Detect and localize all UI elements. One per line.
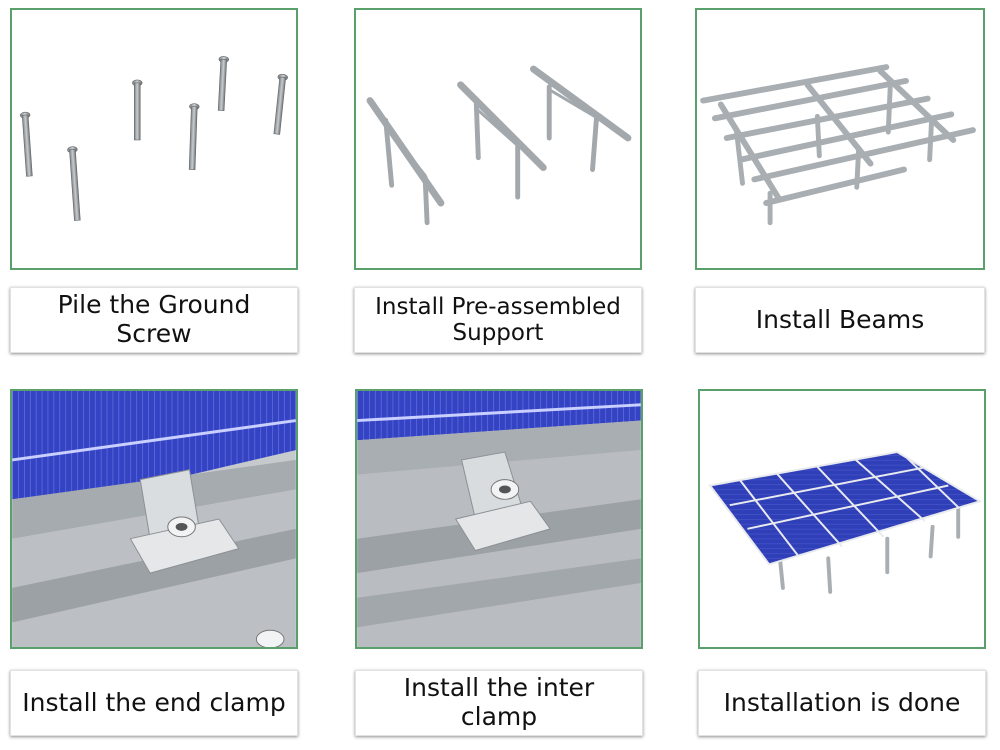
beam-group xyxy=(700,64,976,226)
support-group xyxy=(366,65,632,226)
array-legs xyxy=(777,505,961,594)
step-6-illustration xyxy=(698,389,986,649)
step-3-label: Install Beams xyxy=(695,287,985,353)
inter-clamp-drawing xyxy=(357,391,641,647)
inter-clamp xyxy=(454,500,552,552)
end-clamp-drawing xyxy=(12,391,296,647)
screw-group xyxy=(19,56,288,221)
ground-screws-drawing xyxy=(19,56,288,221)
step-5-label: Install the inter clamp xyxy=(355,670,643,736)
solar-panel-edge xyxy=(357,391,641,441)
step-4-label: Install the end clamp xyxy=(10,670,298,736)
support-frames-drawing xyxy=(366,65,632,226)
finished-array-drawing xyxy=(708,451,983,594)
step-5-illustration xyxy=(355,389,643,649)
step-6-label: Installation is done xyxy=(698,670,986,736)
beams-frame-drawing xyxy=(700,64,976,226)
step-2-illustration xyxy=(354,8,642,270)
step-1-illustration xyxy=(10,8,298,270)
step-4-illustration xyxy=(10,389,298,649)
solar-panel-edge xyxy=(12,391,296,500)
step-1-label: Pile the Ground Screw xyxy=(10,287,298,353)
step-3-illustration xyxy=(695,8,985,270)
step-2-label: Install Pre-assembled Support xyxy=(354,287,642,353)
